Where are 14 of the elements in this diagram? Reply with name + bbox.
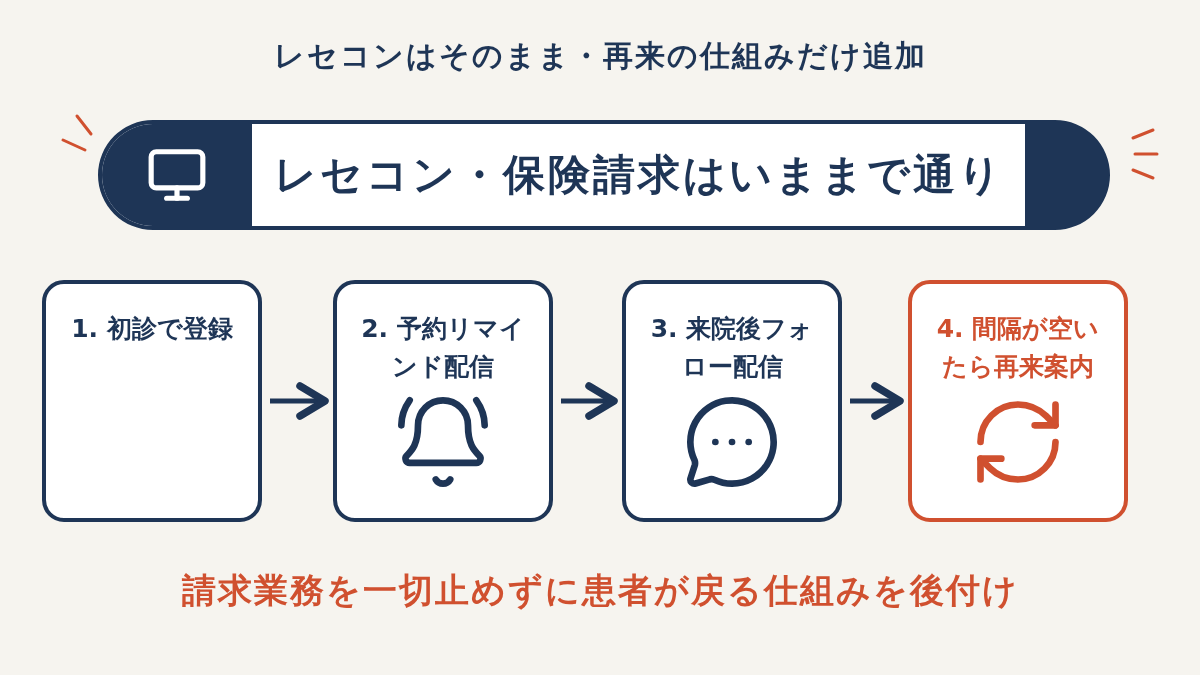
- arrow: [850, 382, 904, 420]
- arrow: [270, 382, 329, 420]
- title: レセコンはそのまま・再来の仕組みだけ追加: [272, 37, 928, 75]
- step-label: 1. 初診で登録: [70, 313, 234, 345]
- step-box: [622, 280, 842, 522]
- arrow: [561, 382, 618, 420]
- step-label: 4. 間隔が空いたら再来案内: [935, 313, 1101, 383]
- step-box: [42, 280, 262, 522]
- caption: 請求業務を一切止めずに患者が戻る仕組みを後付け: [180, 569, 1020, 612]
- step-label: 2. 予約リマインド配信: [360, 313, 526, 383]
- step-label: 3. 来院後フォロー配信: [649, 313, 815, 383]
- banner-text: レセコン・保険請求はいままで通り: [272, 149, 1005, 201]
- step-box: [908, 280, 1128, 522]
- step-box: [333, 280, 553, 522]
